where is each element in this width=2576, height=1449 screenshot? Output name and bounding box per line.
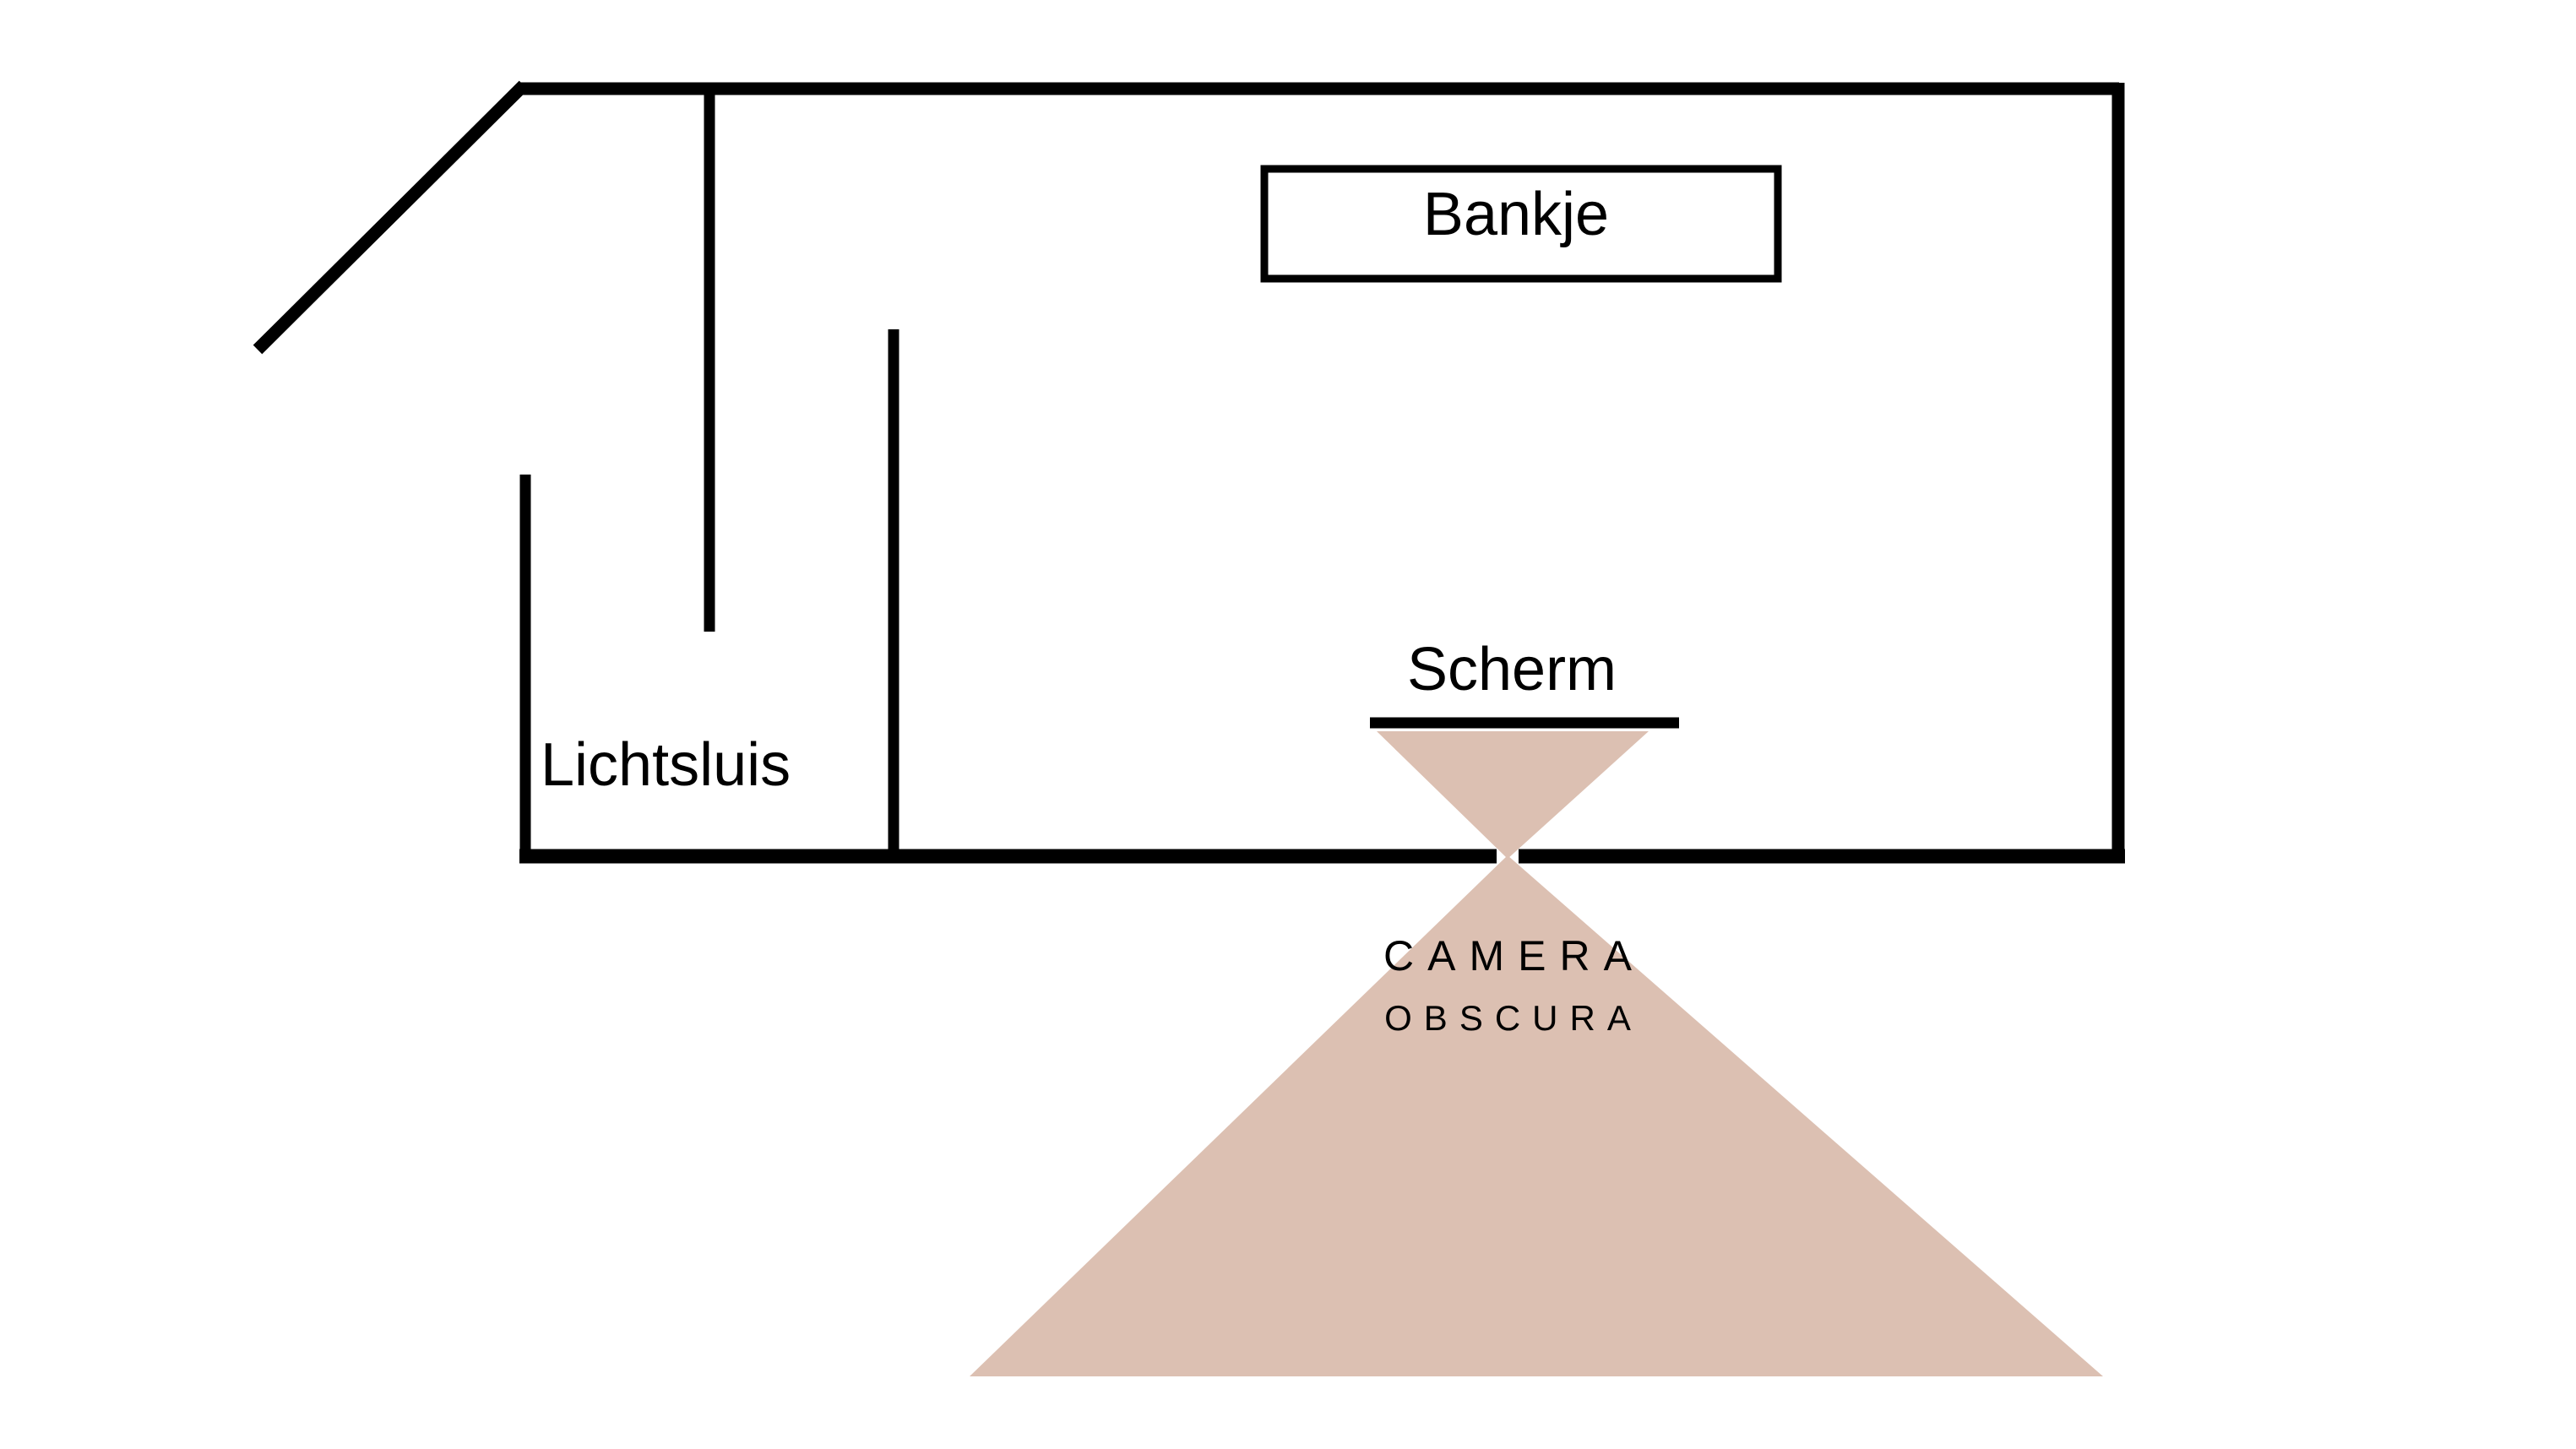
camera-wordmark-line2: OBSCURA xyxy=(1384,998,1643,1038)
upper-light-cone-shape xyxy=(1377,731,1649,859)
camera-wordmark-line1: CAMERA xyxy=(1383,932,1645,980)
bankje-rectangle xyxy=(1260,165,1782,283)
lower-light-cone-shape xyxy=(970,855,2103,1376)
scherm-label: Scherm xyxy=(1406,636,1617,703)
bankje-label: Bankje xyxy=(1422,181,1610,248)
entrance-diagonal-wall xyxy=(253,80,529,355)
lichtsluis-label: Lichtsluis xyxy=(541,731,791,799)
